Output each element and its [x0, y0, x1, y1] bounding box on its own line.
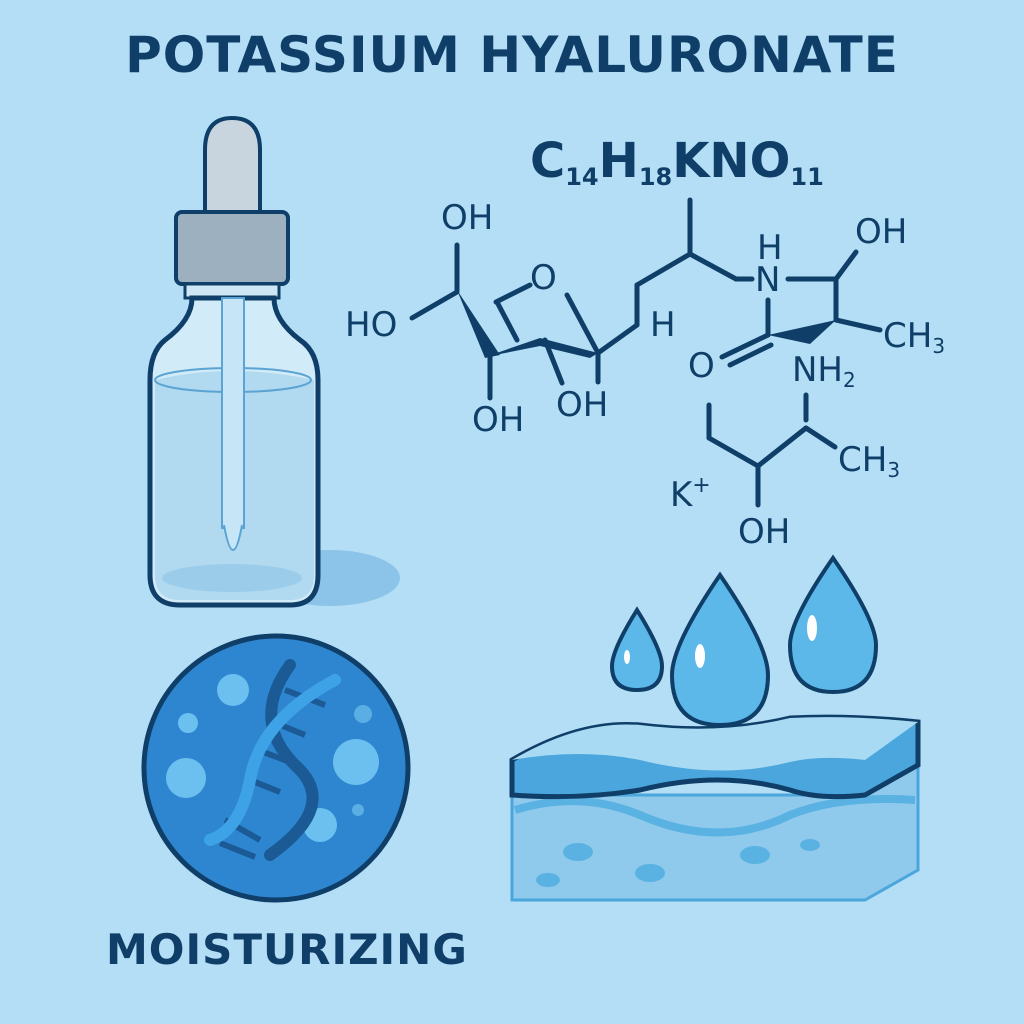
- label-h: H: [650, 305, 676, 345]
- page-title: POTASSIUM HYALURONATE: [125, 26, 899, 84]
- formula-element: H: [598, 133, 639, 189]
- label-potassium-ion: K+: [670, 473, 711, 515]
- label-oh: OH: [855, 212, 908, 252]
- moisturizing-label: MOISTURIZING: [106, 925, 468, 974]
- label-ch3: CH3: [838, 440, 901, 482]
- formula-element: KNO: [672, 133, 791, 189]
- label-nh2: NH2: [792, 350, 856, 392]
- label-ring-oxygen: O: [530, 258, 557, 298]
- formula-element: C: [530, 133, 566, 189]
- label-oh: OH: [738, 512, 791, 552]
- formula-subscript: 14: [565, 163, 599, 191]
- label-oh: OH: [472, 400, 525, 440]
- label-oh: OH: [441, 198, 494, 238]
- formula-subscript: 18: [638, 163, 673, 191]
- label-carbonyl-o: O: [688, 346, 715, 386]
- label-n: N: [755, 260, 781, 300]
- label-n-h: H: [757, 228, 783, 268]
- label-ho: HO: [345, 305, 398, 345]
- chemical-formula: C14H18KNO11: [530, 133, 824, 191]
- label-ch3: CH3: [883, 316, 946, 358]
- label-oh: OH: [556, 385, 609, 425]
- formula-subscript: 11: [790, 163, 824, 191]
